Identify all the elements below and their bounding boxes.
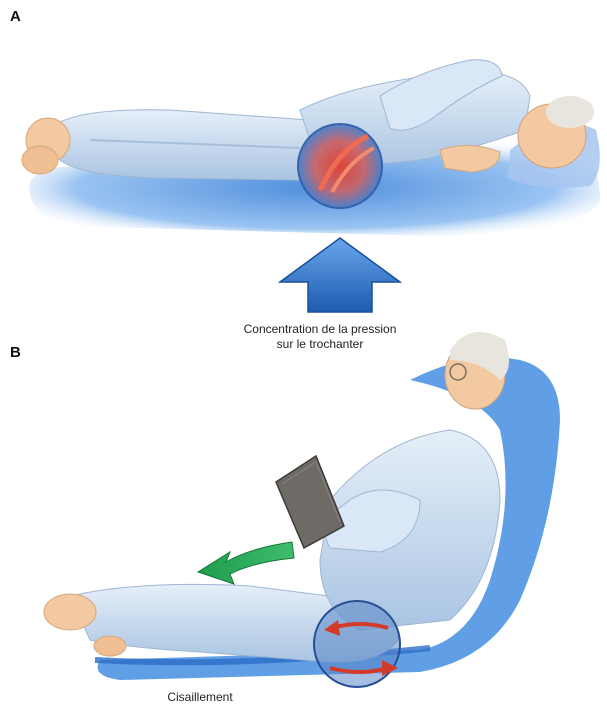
pressure-arrow-up	[280, 238, 400, 312]
sliding-arrow	[198, 542, 294, 584]
shear-caption: Cisaillement	[150, 690, 250, 705]
pressure-zone-circle	[298, 124, 382, 208]
pressure-caption-line1: Concentration de la pression	[230, 322, 410, 337]
shear-zone-circle	[314, 601, 400, 687]
pressure-caption-line2: sur le trochanter	[230, 337, 410, 352]
feet-b	[44, 594, 96, 630]
pressure-caption: Concentration de la pression sur le troc…	[230, 322, 410, 352]
